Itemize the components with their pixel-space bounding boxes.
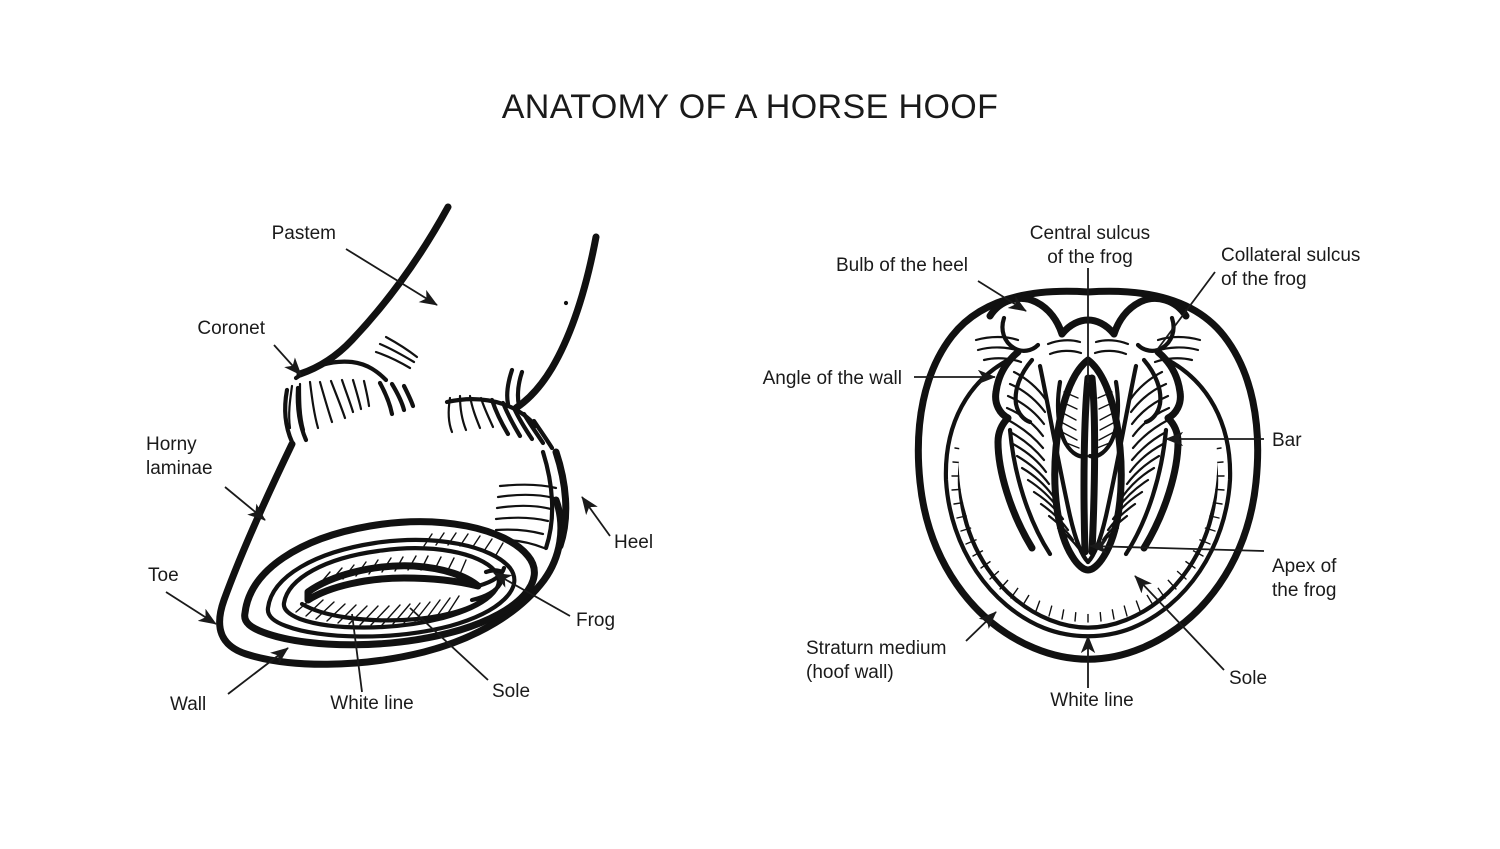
coronet-hair-left-bold: [283, 380, 416, 445]
label-bulb-of-the-heel: Bulb of the heel: [836, 255, 968, 276]
label-frog: Frog: [576, 610, 615, 631]
sole-hatching-upper: [317, 555, 467, 587]
label-heel: Heel: [614, 532, 653, 553]
sole-hatching-left: [1005, 370, 1081, 551]
label-bar: Bar: [1272, 430, 1302, 451]
label-white-line: White line: [1050, 690, 1133, 711]
label-angle-of-the-wall: Angle of the wall: [763, 368, 902, 389]
leader-bulb-of-the-heel: [977, 280, 1027, 312]
leader-white-line: [351, 613, 363, 693]
leader-heel: [581, 496, 611, 537]
sole-rim-hatching: [423, 532, 504, 556]
label-pastern: Pastem: [272, 223, 336, 244]
leader-apex-of-the-frog: [1089, 539, 1265, 554]
coronet-hair-upper: [374, 335, 419, 370]
coronet-hair-right-bold: [489, 367, 555, 451]
label-coronet: Coronet: [197, 318, 265, 339]
leader-toe: [165, 591, 217, 625]
leader-straturn-medium: [965, 611, 997, 642]
label-white-line: White line: [330, 693, 413, 714]
leader-wall: [227, 647, 289, 695]
label-toe: Toe: [148, 565, 179, 586]
hoof-perspective-drawing: [216, 203, 600, 668]
label-sole: Sole: [1229, 668, 1267, 689]
frog-hatching-right: [1096, 391, 1116, 449]
leader-horny-laminae: [224, 486, 266, 521]
label-straturn-medium: Straturn medium(hoof wall): [806, 638, 946, 683]
sole-hatching-right: [1095, 370, 1171, 551]
bulb-shading: [974, 335, 1202, 364]
leader-sole: [409, 607, 489, 681]
sole-hatching-lower: [295, 595, 460, 626]
label-wall: Wall: [170, 694, 206, 715]
coronet-hair-right: [447, 394, 495, 434]
leader-frog: [493, 572, 571, 617]
leader-collateral-sulcus-of-the-frog: [1156, 271, 1216, 351]
label-sole: Sole: [492, 681, 530, 702]
leader-pastern: [345, 248, 438, 306]
leader-coronet: [273, 344, 302, 376]
page-title: ANATOMY OF A HORSE HOOF: [501, 88, 999, 126]
leader-sole: [1134, 575, 1225, 671]
frog-hatching-left: [1060, 391, 1080, 449]
